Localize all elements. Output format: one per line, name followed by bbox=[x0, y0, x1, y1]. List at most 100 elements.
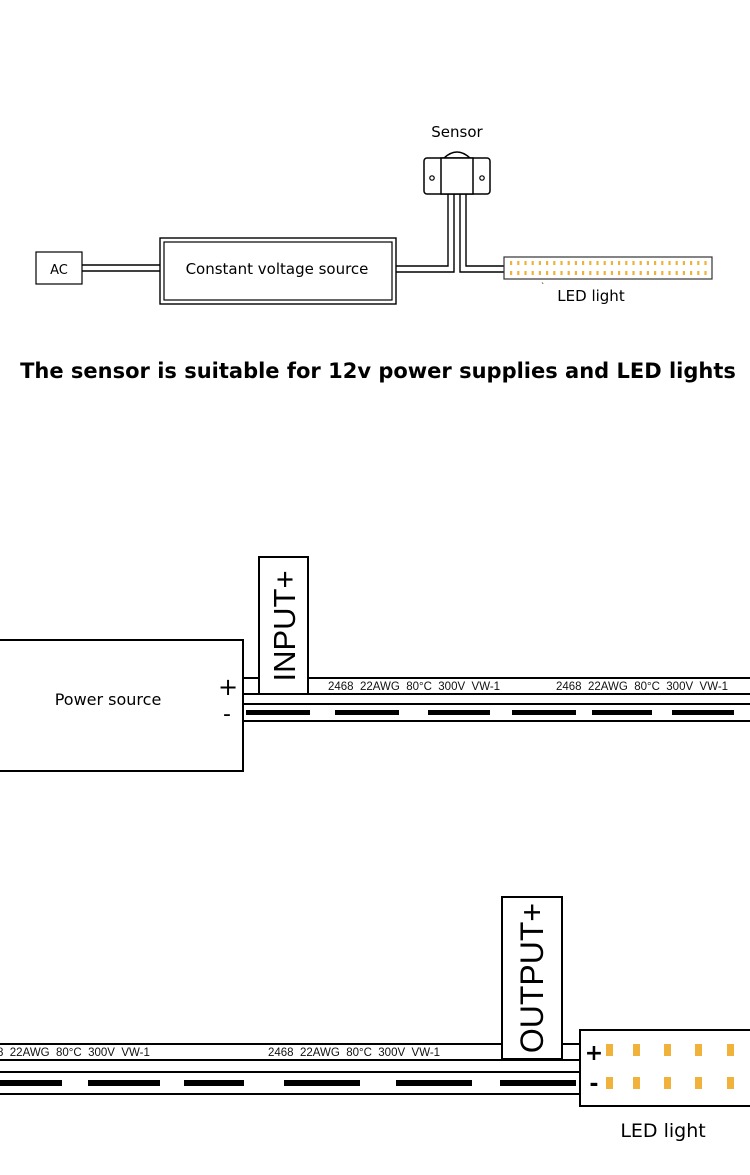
output-label-box bbox=[501, 896, 563, 1060]
led-connector-box bbox=[579, 1029, 750, 1107]
negative-wire-out bbox=[0, 1071, 582, 1095]
led-dot bbox=[625, 271, 628, 275]
led-dot bbox=[603, 261, 606, 265]
led-chip bbox=[727, 1044, 734, 1056]
constant-voltage-source: Constant voltage source bbox=[159, 237, 397, 305]
sensor-diagram: Sensor AC Constant voltage so bbox=[20, 123, 736, 383]
led-chip bbox=[727, 1077, 734, 1089]
led-dot bbox=[517, 261, 520, 265]
input-label: INPUT+ bbox=[267, 570, 302, 681]
led-dot bbox=[582, 261, 585, 265]
led-dot bbox=[589, 271, 592, 275]
led-dot bbox=[531, 271, 534, 275]
sensor-wires bbox=[396, 194, 504, 273]
led-dot bbox=[574, 271, 577, 275]
led-dot bbox=[610, 271, 613, 275]
led-dot bbox=[582, 271, 585, 275]
minus-sign: - bbox=[223, 702, 231, 727]
ac-label: AC bbox=[50, 263, 68, 278]
led-chip bbox=[633, 1044, 640, 1056]
led-dot bbox=[596, 261, 599, 265]
positive-wire bbox=[242, 677, 750, 695]
led-dot bbox=[697, 261, 700, 265]
led-dot bbox=[524, 271, 527, 275]
led-dot bbox=[574, 261, 577, 265]
led-dot bbox=[510, 261, 513, 265]
output-diagram: 8 22AWG 80°C 300V VW-1 2468 22AWG 80°C 3… bbox=[0, 896, 750, 1142]
led-dot bbox=[682, 271, 685, 275]
caption: The sensor is suitable for 12v power sup… bbox=[20, 359, 736, 383]
tick-mark: ˋ bbox=[541, 281, 545, 291]
led-label: LED light bbox=[557, 287, 625, 305]
led-strip bbox=[503, 256, 713, 280]
led-dot bbox=[654, 261, 657, 265]
led-dot bbox=[610, 261, 613, 265]
led-dot bbox=[675, 271, 678, 275]
led-dot bbox=[517, 271, 520, 275]
led-dot bbox=[704, 261, 707, 265]
led-dot bbox=[668, 271, 671, 275]
ac-box bbox=[35, 251, 83, 285]
led-dot bbox=[618, 261, 621, 265]
led-chip bbox=[664, 1077, 671, 1089]
wire-print-1: 2468 22AWG 80°C 300V VW-1 bbox=[328, 681, 500, 693]
led-dot bbox=[654, 271, 657, 275]
source-label: Constant voltage source bbox=[186, 260, 369, 278]
plus-sign: + bbox=[218, 673, 238, 701]
wire-print-4: 2468 22AWG 80°C 300V VW-1 bbox=[268, 1047, 440, 1059]
led-dot bbox=[596, 271, 599, 275]
minus-sign-out: - bbox=[589, 1072, 598, 1097]
sensor-label: Sensor bbox=[431, 123, 483, 141]
led-chip bbox=[633, 1077, 640, 1089]
led-dot bbox=[682, 261, 685, 265]
led-dot bbox=[538, 261, 541, 265]
ac-wires bbox=[82, 264, 162, 272]
power-source-label: Power source bbox=[55, 690, 162, 709]
led-dot bbox=[675, 261, 678, 265]
led-dot bbox=[567, 271, 570, 275]
led-dot bbox=[697, 271, 700, 275]
led-dot bbox=[646, 261, 649, 265]
led-dot bbox=[524, 261, 527, 265]
led-dot bbox=[646, 271, 649, 275]
led-chip bbox=[695, 1044, 702, 1056]
led-dot bbox=[639, 261, 642, 265]
led-dot bbox=[567, 261, 570, 265]
led-chip bbox=[664, 1044, 671, 1056]
led-dot bbox=[560, 271, 563, 275]
led-chip bbox=[695, 1077, 702, 1089]
input-label-box bbox=[258, 556, 309, 695]
led-dot bbox=[661, 271, 664, 275]
led-chip bbox=[606, 1044, 613, 1056]
led-dot bbox=[625, 261, 628, 265]
input-diagram: Power source + - 2468 22AWG 80°C 300V VW… bbox=[0, 556, 750, 772]
led-dot bbox=[618, 271, 621, 275]
led-dot bbox=[603, 271, 606, 275]
led-chips bbox=[606, 1044, 734, 1089]
led-light-label: LED light bbox=[620, 1120, 705, 1142]
negative-wire bbox=[242, 703, 750, 722]
led-dot bbox=[589, 261, 592, 265]
led-dot bbox=[690, 261, 693, 265]
led-dot bbox=[531, 261, 534, 265]
led-dot bbox=[538, 271, 541, 275]
led-dot bbox=[668, 261, 671, 265]
led-dot bbox=[661, 261, 664, 265]
led-dot bbox=[632, 271, 635, 275]
led-dot bbox=[510, 271, 513, 275]
led-chip bbox=[606, 1077, 613, 1089]
wire-print-3: 8 22AWG 80°C 300V VW-1 bbox=[0, 1047, 150, 1059]
sensor-device-icon bbox=[423, 151, 491, 195]
led-dot bbox=[546, 271, 549, 275]
led-dot bbox=[690, 271, 693, 275]
led-dot bbox=[553, 261, 556, 265]
wire-print-2: 2468 22AWG 80°C 300V VW-1 bbox=[556, 681, 728, 693]
output-label: OUTPUT+ bbox=[514, 903, 550, 1053]
led-dot bbox=[553, 271, 556, 275]
led-dot bbox=[632, 261, 635, 265]
led-dot bbox=[639, 271, 642, 275]
led-dot bbox=[560, 261, 563, 265]
led-dot bbox=[546, 261, 549, 265]
plus-sign-out: + bbox=[585, 1041, 603, 1066]
